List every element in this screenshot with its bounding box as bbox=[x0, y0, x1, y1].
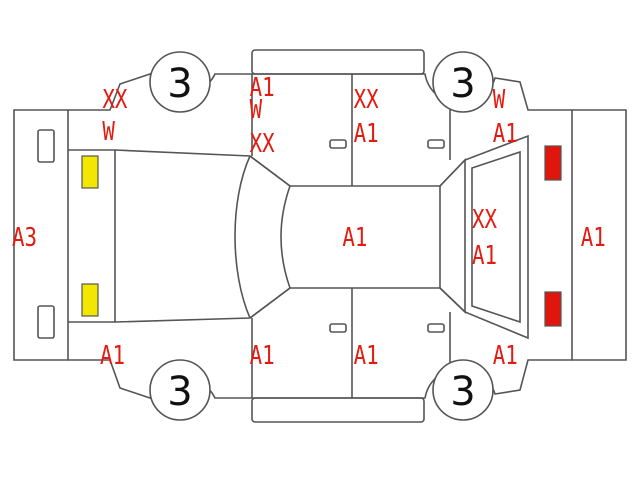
code-rear-left-fender-w: W bbox=[493, 84, 506, 115]
code-trunk-xx: XX bbox=[472, 204, 497, 235]
rear-lamp-bottom bbox=[544, 291, 562, 327]
rear-lamp-top bbox=[544, 145, 562, 181]
tire-rear-left: 3 bbox=[432, 51, 494, 113]
door-handle-rr bbox=[427, 323, 445, 333]
tire-rear-left-label: 3 bbox=[450, 61, 475, 107]
code-a-pillar-a1: A1 bbox=[250, 72, 275, 103]
tire-front-right-label: 3 bbox=[167, 369, 192, 415]
door-handle-rl bbox=[427, 139, 445, 149]
code-rear-door-right: A1 bbox=[354, 340, 379, 371]
code-rear-left-fender-a1: A1 bbox=[493, 118, 518, 149]
door-handle-fl bbox=[329, 139, 347, 149]
code-roof: A1 bbox=[342, 222, 367, 253]
tire-front-left-label: 3 bbox=[167, 61, 192, 107]
code-a-pillar-xx: XX bbox=[250, 128, 275, 159]
hood-outline bbox=[68, 149, 116, 323]
rear-bumper-outline bbox=[571, 109, 627, 361]
code-roof-left-a1: A1 bbox=[354, 118, 379, 149]
left-side-skirt bbox=[251, 49, 425, 75]
front-bumper-slot-top bbox=[37, 129, 55, 163]
right-side-skirt bbox=[251, 397, 425, 423]
tire-front-right: 3 bbox=[149, 359, 211, 421]
cabin-outline bbox=[114, 134, 529, 340]
code-front-door-right: A1 bbox=[250, 340, 275, 371]
rear-window-outline bbox=[439, 150, 521, 324]
front-bumper-slot-bottom bbox=[37, 305, 55, 339]
door-lines bbox=[251, 74, 451, 398]
code-a-pillar-w: W bbox=[250, 94, 263, 125]
door-handle-fr bbox=[329, 323, 347, 333]
code-front-bumper: A3 bbox=[12, 222, 37, 253]
code-rear-right-fender: A1 bbox=[493, 340, 518, 371]
tire-rear-right-label: 3 bbox=[450, 369, 475, 415]
tire-rear-right: 3 bbox=[432, 359, 494, 421]
code-front-left-fender-w: W bbox=[102, 116, 115, 147]
windshield-outline bbox=[234, 155, 291, 319]
code-front-left-fender-xx: XX bbox=[102, 84, 127, 115]
code-front-right-fender: A1 bbox=[100, 340, 125, 371]
code-rear-bumper: A1 bbox=[581, 222, 606, 253]
front-lamp-bottom bbox=[81, 283, 99, 317]
code-roof-left-xx: XX bbox=[354, 84, 379, 115]
damage-codes: XX W A3 A1 A1 W XX XX A1 W A1 A1 XX A1 A… bbox=[12, 72, 606, 371]
front-lamp-top bbox=[81, 155, 99, 189]
tire-front-left: 3 bbox=[149, 51, 211, 113]
code-trunk-a1: A1 bbox=[472, 240, 497, 271]
